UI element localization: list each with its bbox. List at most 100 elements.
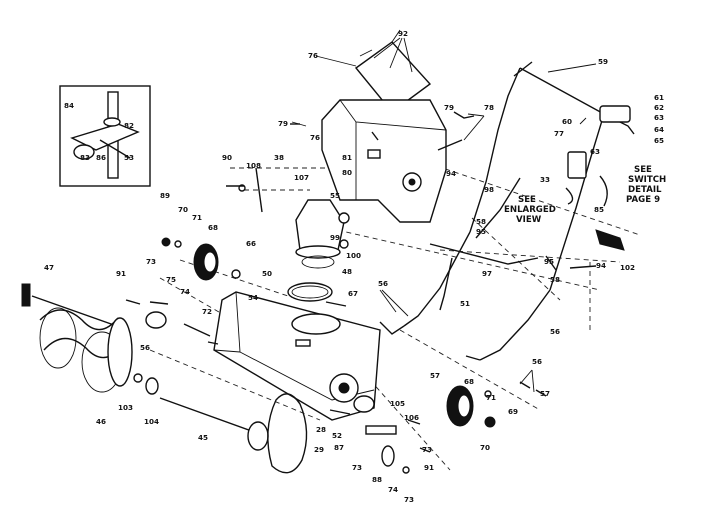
label-63: 63 xyxy=(654,113,664,122)
label-95-b: 95 xyxy=(544,257,554,266)
label-73-b: 73 xyxy=(352,463,362,472)
label-104: 104 xyxy=(144,417,159,426)
label-73-c: 73 xyxy=(422,445,432,454)
label-91-b: 91 xyxy=(424,463,434,472)
label-70: 70 xyxy=(178,205,188,214)
label-33: 33 xyxy=(540,175,550,184)
left-wheel xyxy=(193,243,219,281)
label-84: 84 xyxy=(64,101,74,110)
upper-handle xyxy=(469,61,635,291)
label-58: 58 xyxy=(476,217,486,226)
label-74: 74 xyxy=(180,287,190,296)
label-91: 91 xyxy=(116,269,126,278)
label-45: 45 xyxy=(198,433,208,442)
note-line: VIEW xyxy=(516,215,542,225)
label-56-c: 56 xyxy=(550,327,560,336)
label-88: 88 xyxy=(372,475,382,484)
label-108: 108 xyxy=(246,161,261,170)
label-86: 86 xyxy=(96,153,106,162)
label-48: 48 xyxy=(342,267,352,276)
part-labels: 92 78 79 79 76 76 59 61 62 63 64 65 60 7… xyxy=(44,29,664,504)
label-28: 28 xyxy=(316,425,326,434)
label-73-d: 73 xyxy=(404,495,414,504)
label-58-b: 58 xyxy=(550,275,560,284)
label-64: 64 xyxy=(654,125,664,134)
label-85: 85 xyxy=(594,205,604,214)
label-38: 38 xyxy=(274,153,284,162)
label-59: 59 xyxy=(598,57,608,66)
label-69: 69 xyxy=(508,407,518,416)
label-77: 77 xyxy=(554,129,564,138)
label-61: 61 xyxy=(654,93,664,102)
label-53: 53 xyxy=(124,153,134,162)
label-83: 83 xyxy=(80,153,90,162)
label-74-b: 74 xyxy=(388,485,398,494)
label-46: 46 xyxy=(96,417,106,426)
label-89: 89 xyxy=(160,191,170,200)
label-55: 55 xyxy=(330,191,340,200)
label-47: 47 xyxy=(44,263,54,272)
label-63-b: 63 xyxy=(590,147,600,156)
control-rod xyxy=(439,151,608,311)
label-65: 65 xyxy=(654,136,664,145)
label-98: 98 xyxy=(484,185,494,194)
label-81: 81 xyxy=(342,153,352,162)
label-103: 103 xyxy=(118,403,133,412)
label-57-b: 57 xyxy=(540,389,550,398)
note-enlarged-view: SEE ENLARGED VIEW xyxy=(504,195,556,225)
label-76: 76 xyxy=(310,133,320,142)
inset-detail xyxy=(59,85,151,187)
label-70-b: 70 xyxy=(480,443,490,452)
label-68: 68 xyxy=(208,223,218,232)
label-79: 79 xyxy=(278,119,288,128)
label-66: 66 xyxy=(246,239,256,248)
label-107: 107 xyxy=(294,173,309,182)
label-67: 67 xyxy=(348,289,358,298)
label-106: 106 xyxy=(404,413,419,422)
axle xyxy=(159,397,269,451)
label-62: 62 xyxy=(654,103,664,112)
label-80: 80 xyxy=(342,168,352,177)
label-71: 71 xyxy=(192,213,202,222)
label-50: 50 xyxy=(262,269,272,278)
label-56: 56 xyxy=(140,343,150,352)
label-29: 29 xyxy=(314,445,324,454)
note-line: SWITCH xyxy=(628,175,666,185)
label-92: 92 xyxy=(398,29,408,38)
note-switch-detail: SEE SWITCH DETAIL PAGE 9 xyxy=(626,165,666,205)
label-60: 60 xyxy=(562,117,572,126)
label-90: 90 xyxy=(222,153,232,162)
chute-deflector xyxy=(295,199,345,259)
label-71-b: 71 xyxy=(486,393,496,402)
chute-housing xyxy=(321,99,447,223)
label-79: 79 xyxy=(444,103,454,112)
label-100: 100 xyxy=(346,251,361,260)
label-76: 76 xyxy=(308,51,318,60)
label-105: 105 xyxy=(390,399,405,408)
auger xyxy=(21,283,133,393)
note-line: DETAIL xyxy=(628,185,662,195)
label-97: 97 xyxy=(482,269,492,278)
label-73: 73 xyxy=(146,257,156,266)
hardware xyxy=(125,111,625,474)
label-99: 99 xyxy=(330,233,340,242)
note-line: SEE xyxy=(518,195,536,205)
label-51: 51 xyxy=(460,299,470,308)
label-94: 94 xyxy=(446,169,456,178)
belt xyxy=(267,393,308,474)
label-56-b: 56 xyxy=(378,279,388,288)
note-line: ENLARGED xyxy=(504,205,556,215)
chute-top-plate xyxy=(354,29,432,113)
label-82: 82 xyxy=(124,121,134,130)
right-wheel xyxy=(446,385,474,427)
label-56-d: 56 xyxy=(532,357,542,366)
label-68-b: 68 xyxy=(464,377,474,386)
note-line: SEE xyxy=(634,165,652,175)
chute-rings xyxy=(287,255,335,302)
pointer-lines xyxy=(291,37,597,393)
auger-housing xyxy=(213,291,381,421)
note-line: PAGE 9 xyxy=(626,195,660,205)
label-95: 95 xyxy=(476,227,486,236)
label-94-b: 94 xyxy=(596,261,606,270)
